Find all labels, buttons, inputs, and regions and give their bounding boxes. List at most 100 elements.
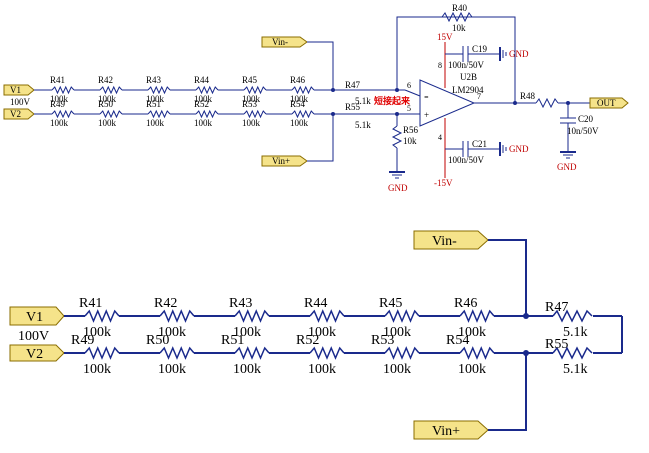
- top-r40-value: 10k: [452, 23, 466, 33]
- top-r52-ref: R52: [194, 99, 209, 109]
- top-junction-feedback: [395, 88, 399, 92]
- bottom-r41-ref: R41: [79, 296, 102, 311]
- top-r46-value: 100k: [290, 94, 309, 104]
- bottom-port-vin-minus[interactable]: Vin-: [413, 230, 489, 250]
- bottom-r46-value: 100k: [458, 325, 486, 340]
- top-port-v1-value: 100V: [10, 97, 31, 107]
- top-port-vin-plus-label: Vin+: [272, 156, 290, 166]
- bottom-r47-value: 5.1k: [563, 325, 588, 340]
- top-c20-ref: C20: [578, 114, 594, 124]
- bottom-junction-vin-plus: [523, 350, 529, 356]
- bottom-r54-ref: R54: [446, 333, 469, 348]
- bottom-r55: R55 5.1k: [545, 337, 593, 377]
- top-c20-gnd-symbol: [560, 151, 576, 159]
- top-supply-pos: 15V: [437, 32, 453, 42]
- top-r47-ref: R47: [345, 80, 361, 90]
- top-r44-ref: R44: [194, 75, 210, 85]
- top-r42-body: [99, 85, 123, 95]
- bottom-vin-minus-wire: [488, 239, 527, 316]
- top-r45-ref: R45: [242, 75, 258, 85]
- top-c21-gnd-symbol: [499, 142, 507, 156]
- top-port-out[interactable]: OUT: [589, 97, 629, 109]
- bottom-r51-ref: R51: [221, 333, 244, 348]
- top-r41-ref: R41: [50, 75, 65, 85]
- top-r52-value: 100k: [194, 118, 213, 128]
- top-r53-value: 100k: [242, 118, 261, 128]
- top-c20-gnd: GND: [557, 162, 577, 172]
- top-r44-value: 100k: [194, 94, 213, 104]
- top-opamp-ref: U2B: [460, 72, 477, 82]
- top-r56-ref: R56: [403, 125, 419, 135]
- top-r50-body: [99, 109, 123, 119]
- bottom-r41-body: [84, 309, 120, 323]
- top-opamp-neg-input: [404, 89, 421, 97]
- top-opamp-symbol: [419, 79, 476, 127]
- top-port-vin-minus-label: Vin-: [272, 37, 288, 47]
- top-r55-value: 5.1k: [355, 120, 371, 130]
- top-opamp-pin-7: 7: [477, 92, 481, 101]
- top-feedback-wire: [396, 16, 516, 103]
- top-r48-ref: R48: [520, 91, 536, 101]
- top-r50-ref: R50: [98, 99, 114, 109]
- bottom-port-vin-minus-label: Vin-: [432, 234, 457, 249]
- top-vin-minus-wire: [307, 41, 334, 90]
- bottom-r42-body: [159, 309, 195, 323]
- top-r54-body: [291, 109, 315, 119]
- top-r48-body: [535, 97, 559, 109]
- top-short-note: 短接起来: [374, 95, 411, 107]
- top-r45-value: 100k: [242, 94, 261, 104]
- top-r40-ref: R40: [452, 3, 468, 13]
- bottom-r45-value: 100k: [383, 325, 411, 340]
- bottom-r51-value: 100k: [233, 362, 261, 377]
- top-port-v1[interactable]: V1: [3, 84, 35, 96]
- bottom-port-v1[interactable]: V1: [9, 306, 65, 326]
- bottom-r54-body: [459, 346, 495, 360]
- bottom-junction-vin-minus: [523, 313, 529, 319]
- top-r40-body: [441, 11, 473, 23]
- top-r54-value: 100k: [290, 118, 309, 128]
- top-junction-vin-plus: [331, 112, 335, 116]
- top-row2-resistors: R49100kR50100kR51100kR52100kR53100kR5410…: [50, 99, 315, 128]
- bottom-r42-value: 100k: [158, 325, 186, 340]
- top-r56-gnd: GND: [388, 183, 408, 193]
- top-port-out-label: OUT: [597, 98, 616, 108]
- top-port-vin-plus[interactable]: Vin+: [261, 155, 308, 167]
- bottom-r51-body: [234, 346, 270, 360]
- bottom-port-v2[interactable]: V2: [9, 344, 65, 362]
- top-r47-value: 5.1k: [355, 96, 371, 106]
- bottom-r43-body: [234, 309, 270, 323]
- bottom-vin-plus-wire: [488, 353, 527, 431]
- bottom-r44-value: 100k: [308, 325, 336, 340]
- top-port-v2[interactable]: V2: [3, 108, 35, 120]
- bottom-r53-body: [384, 346, 420, 360]
- top-r54-ref: R54: [290, 99, 306, 109]
- top-opamp-part: LM2904: [452, 85, 484, 95]
- bottom-r42-ref: R42: [154, 296, 177, 311]
- top-r49-body: [51, 109, 75, 119]
- top-r49-value: 100k: [50, 118, 69, 128]
- top-r50-value: 100k: [98, 118, 117, 128]
- bottom-r46-body: [459, 309, 495, 323]
- top-port-vin-minus[interactable]: Vin-: [261, 36, 308, 48]
- bottom-r52-value: 100k: [308, 362, 336, 377]
- bottom-r43-value: 100k: [233, 325, 261, 340]
- bottom-r53-ref: R53: [371, 333, 394, 348]
- bottom-r52-ref: R52: [296, 333, 319, 348]
- top-r42-value: 100k: [98, 94, 117, 104]
- top-c19-gnd-symbol: [499, 47, 507, 61]
- top-c19-gnd: GND: [509, 49, 529, 59]
- top-supply-neg: -15V: [434, 178, 453, 188]
- top-r43-value: 100k: [146, 94, 165, 104]
- bottom-port-vin-plus[interactable]: Vin+: [413, 420, 489, 440]
- bottom-port-v1-label: V1: [26, 310, 43, 325]
- bottom-r55-ref: R55: [545, 337, 568, 352]
- top-port-v1-label: V1: [10, 85, 21, 95]
- bottom-row2-resistors: R49100kR50100kR51100kR52100kR53100kR5410…: [71, 333, 495, 377]
- top-r51-value: 100k: [146, 118, 165, 128]
- top-r41-body: [51, 85, 75, 95]
- top-r51-body: [147, 109, 171, 119]
- top-junction-vin-minus: [331, 88, 335, 92]
- top-c21-ref: C21: [472, 139, 487, 149]
- bottom-port-vin-plus-label: Vin+: [432, 424, 460, 439]
- top-port-v2-label: V2: [10, 109, 21, 119]
